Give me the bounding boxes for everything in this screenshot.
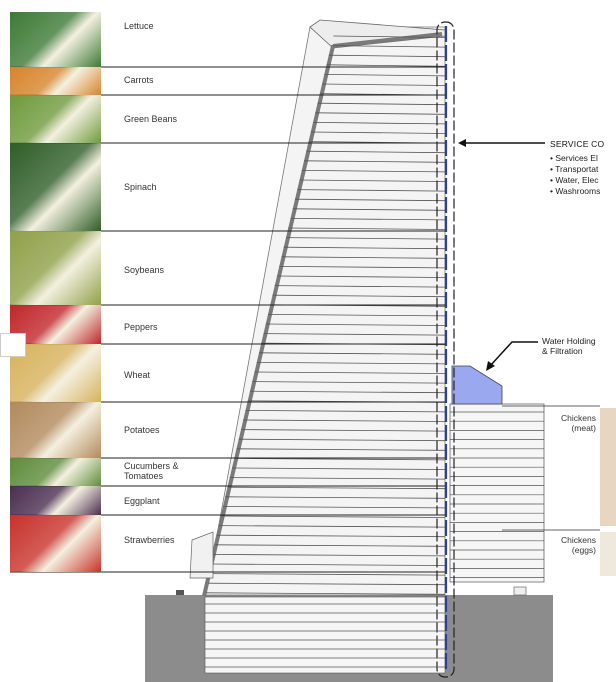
crop-label: Carrots (124, 75, 154, 85)
crop-label: Potatoes (124, 425, 160, 435)
lower-setback (190, 532, 213, 578)
service-core-list: • Services El • Transportat • Water, Ele… (550, 153, 600, 197)
service-core-item: • Services El (550, 153, 600, 164)
crop-label: Spinach (124, 182, 157, 192)
service-core-item: • Washrooms (550, 186, 600, 197)
soybeans-photo (10, 231, 101, 305)
tower-body (206, 27, 445, 595)
service-core-title: SERVICE CO (550, 139, 604, 149)
base-fixture-right (514, 587, 526, 595)
crop-label: Green Beans (124, 114, 177, 124)
crop-label: Lettuce (124, 21, 154, 31)
chickens-meat-photo (600, 408, 616, 526)
spinach-photo (10, 143, 101, 231)
green-beans-photo (10, 95, 101, 143)
strawberries-photo (10, 515, 101, 572)
base-fixture-left (176, 590, 184, 595)
left-margin-tab (0, 333, 26, 357)
base-floors (205, 597, 445, 673)
service-core-item: • Water, Elec (550, 175, 600, 186)
cucumbers-tomatoes-photo (10, 458, 101, 486)
potatoes-photo (10, 402, 101, 458)
crop-label: Cucumbers & Tomatoes (124, 461, 179, 481)
chickens-eggs-label: Chickens (eggs) (544, 535, 596, 555)
service-core-item: • Transportat (550, 164, 600, 175)
crop-label: Strawberries (124, 535, 175, 545)
chickens-meat-label: Chickens (meat) (544, 413, 596, 433)
crop-label: Soybeans (124, 265, 164, 275)
lettuce-photo (10, 12, 101, 67)
chickens-eggs-photo (600, 532, 616, 576)
eggplant-photo (10, 486, 101, 515)
water-holding-label: Water Holding & Filtration (542, 336, 596, 356)
crop-label: Eggplant (124, 496, 160, 506)
water-tank (452, 366, 502, 404)
service-core-arrowhead (458, 139, 466, 147)
crop-label: Wheat (124, 370, 150, 380)
carrots-photo (10, 67, 101, 95)
crop-label: Peppers (124, 322, 158, 332)
water-holding-arrow (490, 342, 538, 366)
